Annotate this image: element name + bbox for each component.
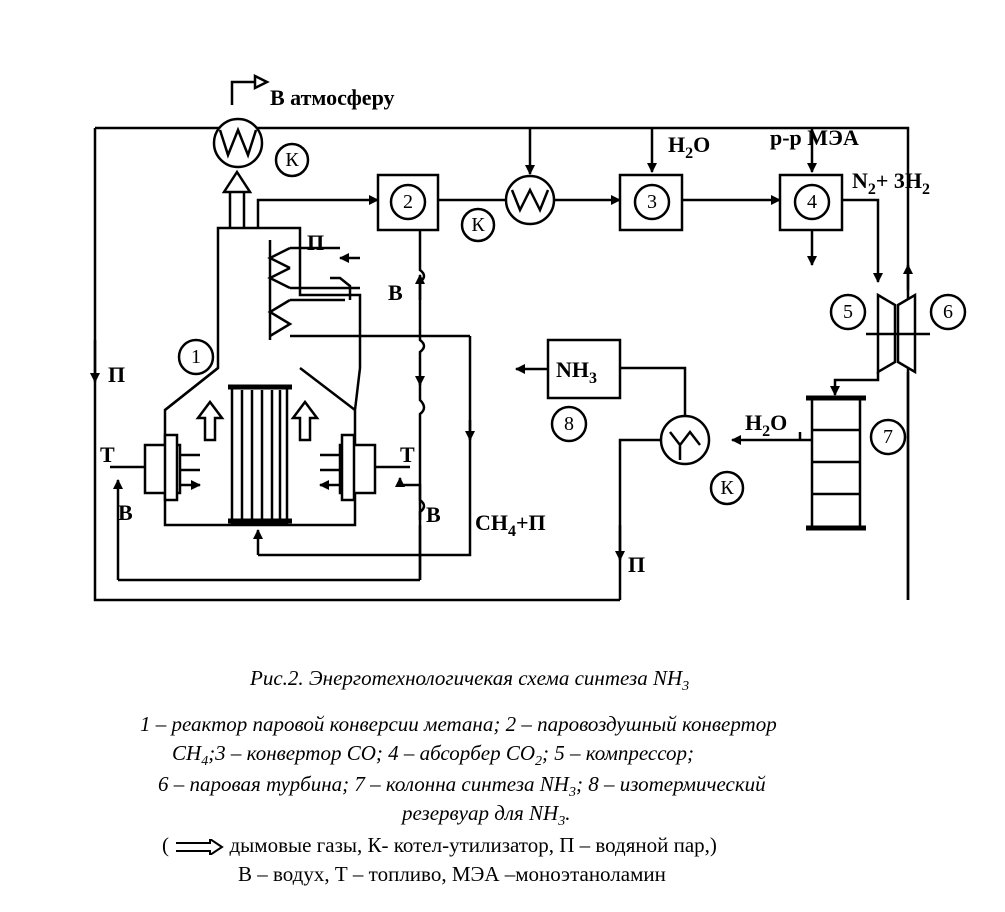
unit-4-badge	[793, 183, 831, 221]
unit-7-number: 7	[883, 426, 893, 448]
k3-label: К	[720, 477, 734, 499]
unit-3-badge	[633, 183, 671, 221]
caption-line-2: CH4;3 – конвертор CO; 4 – абсорбер CO2; …	[172, 741, 695, 770]
boiler-middle-icon	[504, 174, 556, 226]
k2-label: К	[471, 214, 485, 236]
unit-5-badge	[829, 293, 867, 331]
v-right-label: В	[426, 502, 441, 527]
legend-line-2: В – водух, Т – топливо, МЭА –моноэтанола…	[238, 862, 666, 886]
figure-title: Рис.2. Энерготехнологичекая схема синтез…	[250, 666, 690, 695]
mea-label: р-р МЭА	[770, 125, 859, 150]
unit-6-badge	[929, 293, 967, 331]
p-bottom-label: П	[628, 552, 645, 577]
boiler-k2-badge	[460, 207, 496, 243]
h2o-top-label: H2O	[668, 132, 710, 162]
unit-1-badge	[177, 338, 215, 376]
t-left-label: Т	[100, 442, 115, 467]
boiler-k1-badge	[274, 142, 310, 178]
legend-line-1: ( дымовые газы, К- котел-утилизатор, П –…	[162, 833, 717, 858]
atmosphere-arrow-icon	[230, 80, 255, 105]
unit-8-number: 8	[564, 413, 574, 435]
p-reactor-label: П	[307, 230, 324, 255]
unit-1-number: 1	[191, 346, 201, 368]
boiler-top-left-icon	[212, 117, 264, 169]
v-mid-label: В	[388, 280, 403, 305]
caption-line-4: резервуар для NH3.	[402, 801, 571, 830]
atmosphere-label: В атмосферу	[270, 85, 395, 110]
unit-2-badge	[389, 183, 427, 221]
unit-5-number: 5	[843, 301, 853, 323]
v-left-label: В	[118, 500, 133, 525]
h2o-right-label: H2O	[745, 410, 787, 440]
n2-3h2-label: N2+ 3H2	[852, 168, 930, 198]
unit-3-number: 3	[647, 191, 657, 213]
boiler-k3-badge	[709, 470, 745, 506]
unit-2-number: 2	[403, 191, 413, 213]
p-left-label: П	[108, 362, 125, 387]
unit-8-badge	[550, 405, 588, 443]
left-steam-line	[93, 128, 620, 602]
unit-8-nh3-tank	[546, 338, 622, 400]
caption-line-1: 1 – реактор паровой конверсии метана; 2 …	[140, 712, 777, 736]
t-right-label: Т	[400, 442, 415, 467]
unit-7-badge	[869, 418, 907, 456]
k1-label: К	[285, 149, 299, 171]
unit-6-number: 6	[943, 301, 953, 323]
caption-line-3: 6 – паровая турбина; 7 – колонна синтеза…	[158, 772, 766, 801]
nh3-label: NH3	[556, 357, 597, 387]
unit-4-number: 4	[807, 191, 817, 213]
ch4-p-label: CH4+П	[475, 510, 546, 540]
flue-gas-arrow-icon	[176, 837, 225, 858]
